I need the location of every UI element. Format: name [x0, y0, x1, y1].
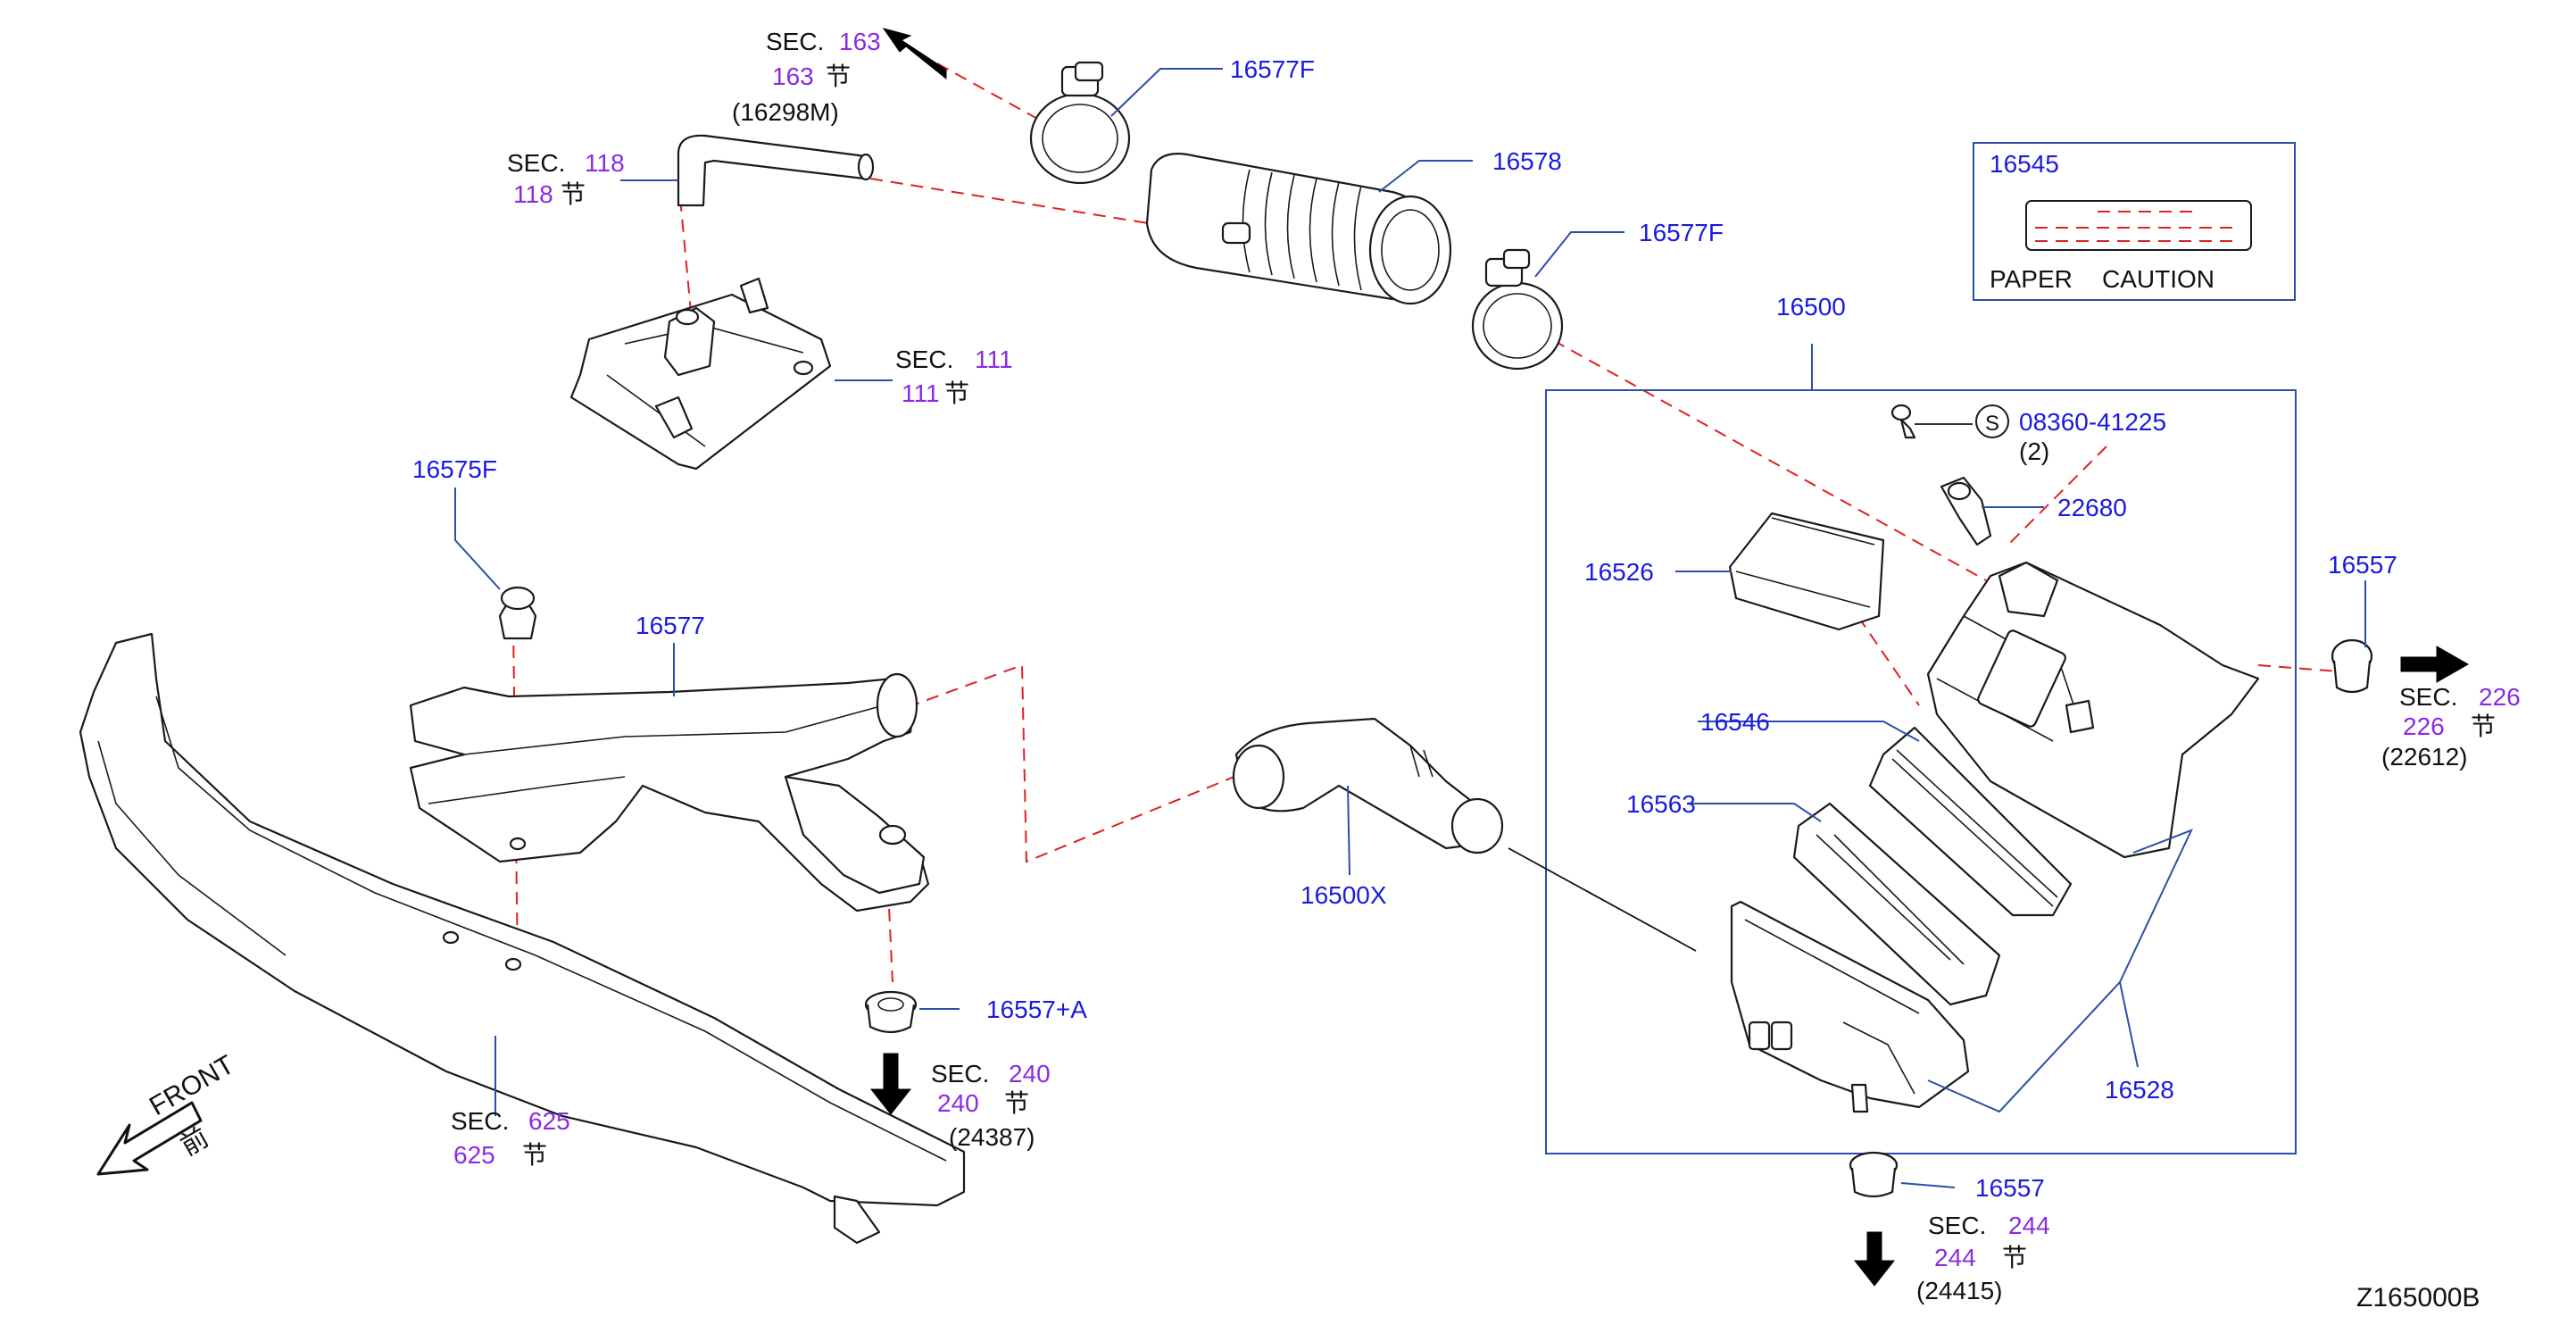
part-number-16500X[interactable]: 16500X: [1300, 881, 1387, 909]
sec-111-jie: 节: [944, 379, 969, 407]
part-number-16577F-mid[interactable]: 16577F: [1639, 219, 1724, 246]
resonator-duct-16500X[interactable]: [1232, 717, 1504, 854]
sec-118-number[interactable]: 118: [585, 149, 625, 177]
grommet-16557A[interactable]: [864, 990, 918, 1034]
part-number-16577[interactable]: 16577: [636, 612, 705, 639]
part-number-16500[interactable]: 16500: [1776, 293, 1846, 321]
screw-08360[interactable]: [1890, 404, 1973, 439]
sec-625-prefix: SEC.: [451, 1107, 509, 1135]
sec-111-number-cjk: 111: [902, 379, 940, 407]
sec-163-code: (16298M): [732, 98, 839, 126]
breather-hose[interactable]: [677, 134, 875, 207]
sec-244-number-cjk: 244: [1934, 1244, 1976, 1271]
sec-118-prefix: SEC.: [507, 149, 565, 177]
air-cleaner-body-16528[interactable]: [1730, 900, 1970, 1113]
clip-16575F[interactable]: [498, 586, 537, 640]
leader-lines: [454, 68, 2366, 1188]
sec-625-number[interactable]: 625: [528, 1107, 570, 1135]
paper-label: PAPER: [1990, 265, 2073, 293]
sec-226-number-cjk: 226: [2403, 712, 2445, 740]
sec-244-jie: 节: [2002, 1244, 2027, 1271]
caution-label-legend: 16545 PAPER CAUTION: [1973, 142, 2296, 301]
part-number-16557-bottom[interactable]: 16557: [1975, 1174, 2045, 1202]
part-number-16545: 16545: [1990, 150, 2059, 178]
grommet-16557-bottom[interactable]: [1849, 1151, 1899, 1198]
hose-clamp-top[interactable]: [1029, 61, 1131, 185]
sec-240-prefix: SEC.: [931, 1060, 989, 1088]
part-number-16546[interactable]: 16546: [1700, 708, 1770, 736]
sec-226-number[interactable]: 226: [2479, 683, 2521, 711]
air-cleaner-cover[interactable]: [1926, 561, 2260, 859]
sec-625-jie: 节: [522, 1141, 547, 1169]
assembly-frame-16500: [1545, 389, 2297, 1154]
part-quantity-08360: (2): [2019, 438, 2049, 465]
hose-clamp-mid[interactable]: [1471, 248, 1564, 371]
air-inlet-duct-16577[interactable]: [409, 672, 930, 912]
sec-111-number[interactable]: 111: [975, 346, 1013, 373]
part-number-16528[interactable]: 16528: [2105, 1076, 2174, 1104]
part-number-16557A[interactable]: 16557+A: [986, 996, 1087, 1023]
part-number-16578[interactable]: 16578: [1492, 147, 1562, 175]
sec-625-number-cjk: 625: [453, 1141, 495, 1169]
rocker-cover[interactable]: [569, 277, 832, 471]
sec-163-prefix: SEC.: [766, 28, 824, 55]
core-support-member[interactable]: [79, 632, 966, 1245]
sec-240-jie: 节: [1004, 1089, 1029, 1117]
part-number-22680[interactable]: 22680: [2057, 494, 2127, 521]
sec-118-number-cjk: 118: [513, 180, 553, 208]
sec-226-prefix: SEC.: [2399, 683, 2457, 711]
filter-element-16526[interactable]: [1728, 512, 1885, 631]
sec-163-number-cjk: 163: [772, 62, 814, 90]
part-number-16563[interactable]: 16563: [1626, 790, 1696, 818]
sec-163-jie: 节: [826, 62, 851, 90]
sec-240-number-cjk: 240: [937, 1089, 979, 1117]
direction-arrow-icon: [869, 28, 2470, 1287]
screw-symbol-label: S: [1985, 412, 1999, 436]
sec-240-number[interactable]: 240: [1009, 1060, 1051, 1088]
sec-118-jie: 节: [561, 180, 586, 208]
front-arrow-icon: [96, 1101, 203, 1176]
part-number-16557-right[interactable]: 16557: [2328, 551, 2397, 579]
sec-244-number[interactable]: 244: [2008, 1212, 2050, 1239]
sec-244-prefix: SEC.: [1928, 1212, 1986, 1239]
symbol-s-icon: S: [1975, 404, 2009, 438]
sec-240-code: (24387): [949, 1123, 1035, 1151]
air-duct-bellows[interactable]: [1145, 153, 1452, 305]
sec-226-jie: 节: [2471, 712, 2496, 740]
sec-111-prefix: SEC.: [895, 346, 953, 373]
mass-air-flow-sensor[interactable]: [1940, 476, 1992, 546]
sec-163-number[interactable]: 163: [839, 28, 881, 55]
sec-244-code: (24415): [1916, 1277, 2003, 1304]
filter-element-16546[interactable]: [1868, 726, 2073, 917]
diagram-id: Z165000B: [2356, 1283, 2480, 1312]
part-number-16526[interactable]: 16526: [1584, 558, 1654, 586]
part-number-08360-41225[interactable]: 08360-41225: [2019, 408, 2166, 436]
caution-label: CAUTION: [2102, 265, 2215, 293]
grommet-16557-right[interactable]: [2331, 638, 2373, 694]
filter-frame-16563[interactable]: [1792, 802, 2001, 1006]
part-number-16577F-top[interactable]: 16577F: [1230, 55, 1315, 83]
sec-226-code: (22612): [2381, 743, 2468, 771]
part-number-16575F[interactable]: 16575F: [412, 455, 497, 483]
